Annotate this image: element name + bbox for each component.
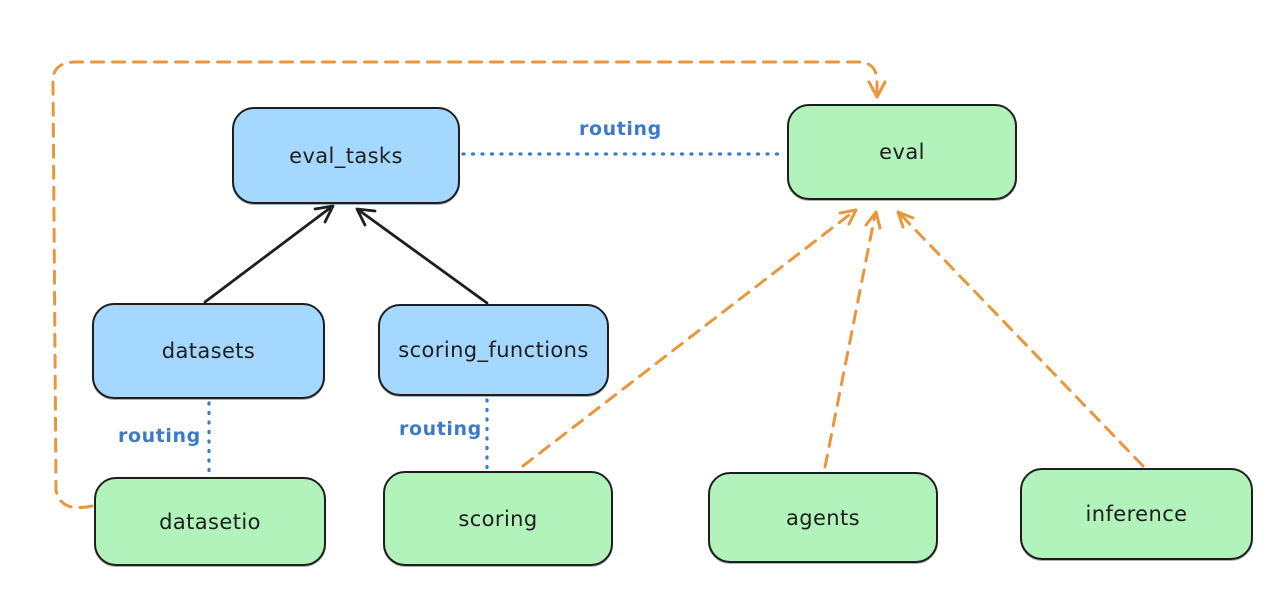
node-scoring-label: scoring [458, 506, 538, 531]
node-inference-label: inference [1085, 502, 1188, 526]
edge-scoring-functions-to-eval-tasks [355, 207, 489, 305]
routing-label-datasets-datasetio: routing [118, 425, 201, 447]
node-scoring: scoring [383, 471, 613, 566]
node-scoring-functions: scoring_functions [378, 304, 609, 396]
edge-inference-to-eval [896, 210, 1145, 468]
node-eval-tasks: eval_tasks [232, 107, 460, 204]
edge-datasetio-to-eval [51, 60, 887, 510]
node-datasets-label: datasets [161, 339, 256, 363]
node-datasets: datasets [92, 303, 325, 399]
node-eval-tasks-label: eval_tasks [289, 143, 403, 168]
node-datasetio-label: datasetio [159, 509, 261, 534]
node-eval-label: eval [879, 140, 925, 164]
routing-label-eval-tasks-eval: routing [579, 118, 662, 140]
node-eval: eval [787, 104, 1017, 200]
node-agents-label: agents [785, 505, 860, 530]
node-datasetio: datasetio [94, 477, 326, 566]
node-inference: inference [1020, 468, 1253, 560]
edge-datasets-to-eval-tasks [203, 204, 335, 304]
node-scoring-functions-label: scoring_functions [398, 338, 589, 362]
edge-scoring-to-eval [521, 208, 858, 468]
node-agents: agents [708, 472, 938, 563]
routing-label-scoring-functions-scoring: routing [399, 418, 482, 440]
edge-agents-to-eval [823, 210, 882, 469]
